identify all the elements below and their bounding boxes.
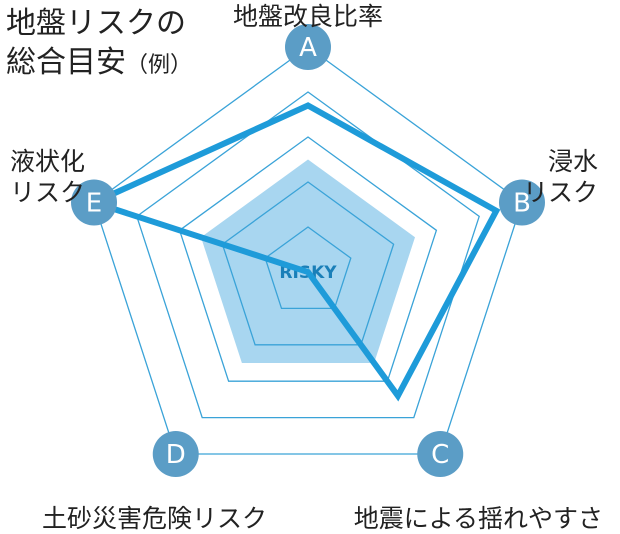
grid-layer <box>93 46 523 455</box>
grid-ring-4 <box>136 91 480 419</box>
axis-node-d: D <box>152 431 199 478</box>
risky-zone <box>201 159 415 363</box>
title-main: 総合目安 <box>6 45 126 80</box>
axis-node-circle <box>417 431 464 478</box>
grid-ring-3 <box>178 136 438 382</box>
axis-label-a: 地盤改良比率 <box>233 2 383 31</box>
axis-node-circle <box>71 179 118 226</box>
series-layer <box>85 102 501 402</box>
axis-label-e: 液状化リスク <box>10 147 85 207</box>
axis-node-a: A <box>285 24 331 70</box>
risky-zone-layer <box>201 159 415 363</box>
axis-nodes-layer: A B C D E <box>71 24 545 478</box>
axis-node-circle <box>285 24 331 70</box>
title-suffix: （例） <box>126 53 192 78</box>
title-line-1: 地盤リスクの <box>6 6 186 41</box>
grid-ring-1 <box>264 226 352 310</box>
axis-label-b: 浸水リスク <box>523 147 598 207</box>
risk-profile-line <box>85 102 501 402</box>
title-line-2: 総合目安（例） <box>6 45 192 80</box>
axis-node-letter: E <box>86 188 102 218</box>
axis-label-d: 土砂災害危険リスク <box>42 504 267 533</box>
axis-node-circle <box>498 179 545 226</box>
axis-node-letter: C <box>431 440 449 470</box>
axis-node-letter: A <box>299 33 317 63</box>
axis-node-c: C <box>417 431 464 478</box>
axis-node-circle <box>152 431 199 478</box>
grid-ring-5 <box>93 46 523 455</box>
axis-node-e: E <box>71 179 118 226</box>
axis-node-letter: B <box>513 188 531 218</box>
axis-node-b: B <box>498 179 545 226</box>
axis-label-c: 地震による揺れやすさ <box>354 504 603 533</box>
grid-ring-2 <box>221 181 395 346</box>
axis-node-letter: D <box>166 440 186 470</box>
